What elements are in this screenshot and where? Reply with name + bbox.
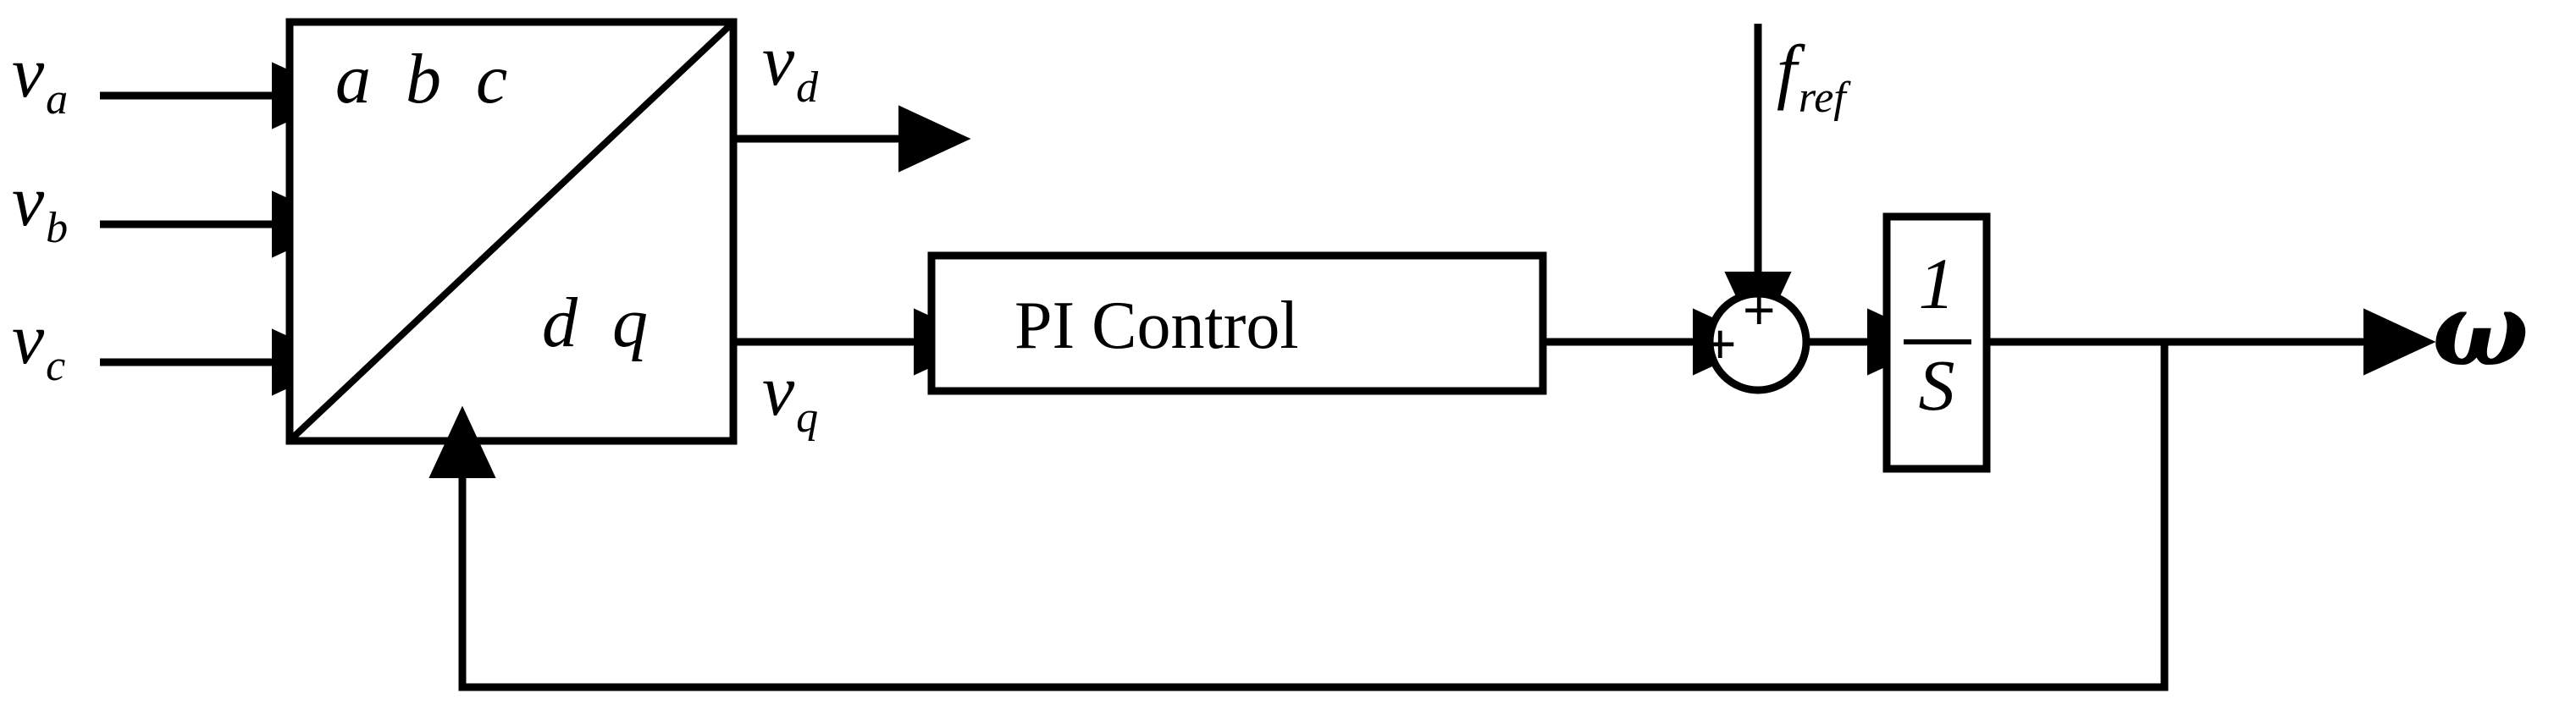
omega-output-label: ω bbox=[2432, 270, 2529, 389]
vb-sub: b bbox=[46, 204, 69, 252]
input-label-vc: vc bbox=[12, 302, 65, 388]
pi-control-outline bbox=[927, 251, 1547, 395]
integrator-numerator: 1 bbox=[1918, 243, 1955, 324]
vc-sub: c bbox=[46, 342, 66, 390]
fref-base: f bbox=[1777, 30, 1797, 111]
va-sub: a bbox=[46, 75, 69, 124]
transform-dq-label: d q bbox=[542, 283, 656, 362]
pi-control-label: PI Control bbox=[1014, 289, 1299, 363]
output-label-vq: vq bbox=[762, 354, 818, 440]
transform-abc-label: a b c bbox=[335, 40, 517, 118]
sum-sign-left: + bbox=[1704, 312, 1737, 375]
vb-base: v bbox=[12, 160, 45, 241]
vq-base: v bbox=[762, 349, 795, 431]
vd-sub: d bbox=[796, 63, 819, 112]
input-label-vb: vb bbox=[12, 164, 68, 250]
integrator-denominator: S bbox=[1918, 344, 1955, 426]
vq-sub: q bbox=[796, 394, 819, 442]
wire-feedback-path bbox=[428, 342, 2169, 691]
va-base: v bbox=[12, 31, 45, 113]
vc-base: v bbox=[12, 298, 45, 379]
vd-base: v bbox=[762, 19, 795, 101]
input-label-va: va bbox=[12, 36, 68, 122]
output-label-vd: vd bbox=[762, 24, 818, 110]
fref-sub: ref bbox=[1798, 74, 1846, 122]
sum-sign-top: + bbox=[1743, 278, 1776, 341]
transform-block-diagonal bbox=[290, 23, 732, 440]
fref-label: fref bbox=[1777, 34, 1846, 120]
